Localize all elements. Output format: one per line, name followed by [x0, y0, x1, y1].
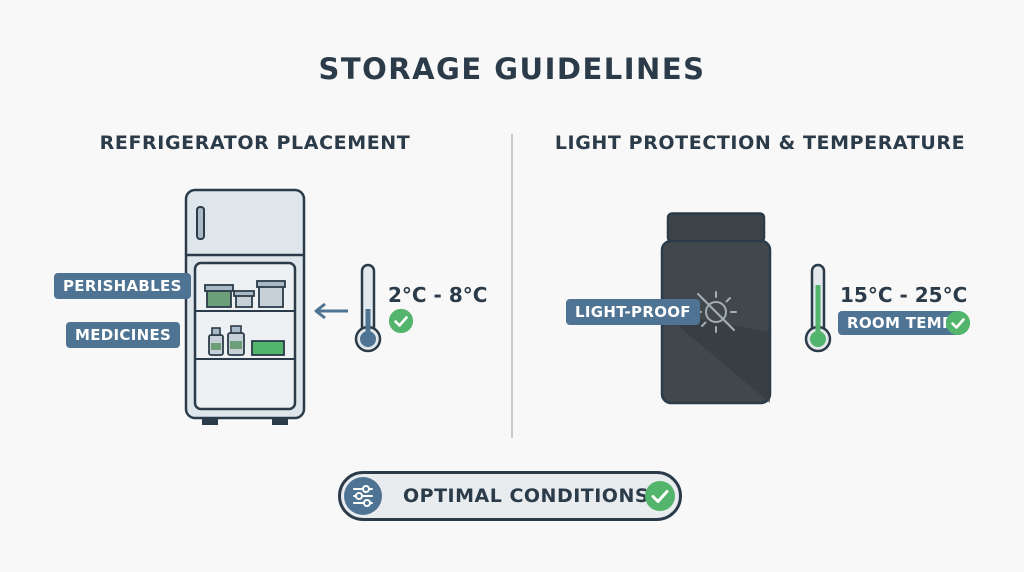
check-icon — [946, 311, 970, 335]
light-proof-label: LIGHT-PROOF — [566, 299, 700, 325]
thermometer-icon — [354, 263, 382, 353]
refrigerator-section-title: REFRIGERATOR PLACEMENT — [99, 132, 411, 154]
light-section-title: LIGHT PROTECTION & TEMPERATURE — [554, 132, 966, 154]
room-temp-badge: ROOM TEMP — [838, 311, 963, 335]
page-title: STORAGE GUIDELINES — [318, 52, 706, 86]
arrow-left-icon — [314, 302, 348, 320]
section-divider — [511, 134, 513, 438]
thermometer-icon — [804, 263, 832, 353]
sliders-icon — [344, 477, 382, 515]
optimal-conditions-label: OPTIMAL CONDITIONS — [403, 485, 650, 507]
check-icon — [645, 481, 675, 511]
check-icon — [389, 309, 413, 333]
refrigerator-icon — [184, 188, 306, 425]
room-temperature-range: 15°C - 25°C — [840, 283, 968, 307]
refrigerator-temperature: 2°C - 8°C — [388, 283, 488, 307]
perishables-label: PERISHABLES — [54, 273, 191, 299]
medicines-label: MEDICINES — [66, 322, 181, 348]
no-light-icon — [695, 291, 737, 333]
optimal-conditions-banner: OPTIMAL CONDITIONS — [338, 471, 682, 521]
